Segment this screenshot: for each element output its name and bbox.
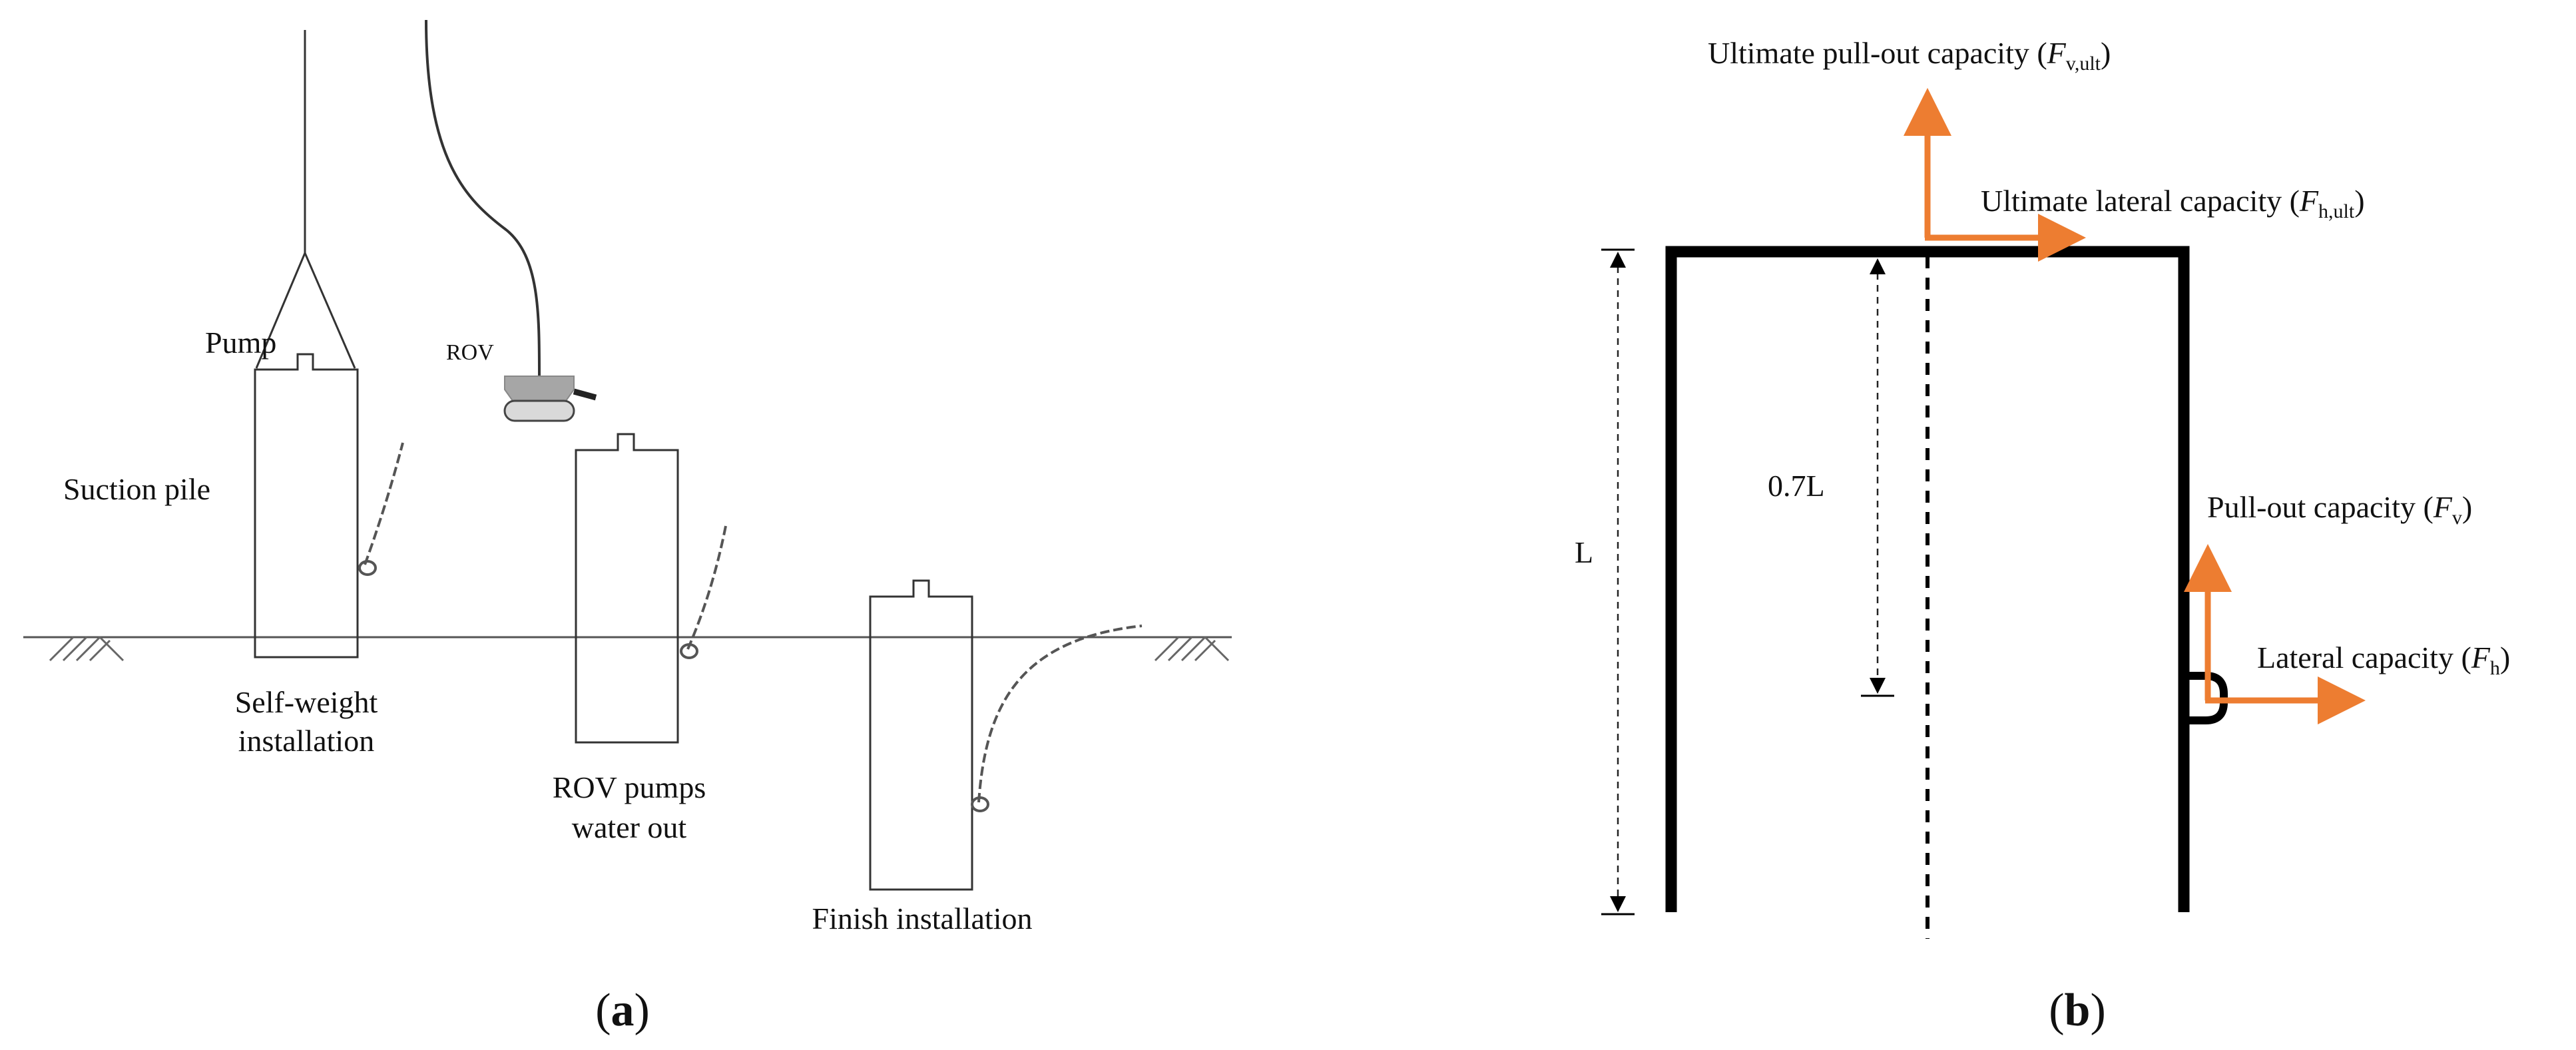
pile-2 bbox=[575, 433, 679, 744]
label-0-7L: 0.7L bbox=[1768, 469, 1825, 503]
pile-3 bbox=[869, 579, 973, 891]
stage-2-caption-line2: water out bbox=[572, 810, 687, 844]
label-pump: Pump bbox=[205, 326, 276, 360]
seabed-hatch-right bbox=[1154, 636, 1230, 662]
caption-b: (b) bbox=[2049, 985, 2106, 1036]
panel-b: L 0.7L Ultimate pull-out capacity (Fv,ul… bbox=[1575, 36, 2510, 1036]
rov-vehicle bbox=[503, 376, 597, 422]
chain-3 bbox=[971, 625, 1143, 812]
label-L: L bbox=[1575, 535, 1593, 569]
seabed-hatch-left bbox=[49, 636, 125, 662]
panel-a: Pump ROV Suction pile Self-weight instal… bbox=[23, 19, 1232, 1036]
stage-2-caption-line1: ROV pumps bbox=[553, 770, 706, 804]
rov-umbilical bbox=[425, 19, 541, 377]
label-ult-pullout: Ultimate pull-out capacity (Fv,ult) bbox=[1708, 36, 2111, 75]
dimension-0-7L bbox=[1861, 258, 1894, 697]
stage-1-caption-line2: installation bbox=[238, 724, 374, 758]
stage-3-caption: Finish installation bbox=[812, 902, 1033, 935]
label-rov: ROV bbox=[446, 340, 494, 365]
dimension-L bbox=[1601, 248, 1635, 916]
pile-1 bbox=[254, 30, 359, 658]
label-pullout: Pull-out capacity (Fv) bbox=[2207, 490, 2472, 529]
label-lateral: Lateral capacity (Fh) bbox=[2257, 641, 2510, 679]
label-suction-pile: Suction pile bbox=[63, 472, 210, 506]
caption-a: (a) bbox=[595, 985, 650, 1036]
stage-1-caption-line1: Self-weight bbox=[235, 685, 378, 719]
chain-2 bbox=[680, 525, 727, 659]
label-ult-lateral: Ultimate lateral capacity (Fh,ult) bbox=[1981, 184, 2365, 222]
chain-1 bbox=[358, 442, 404, 576]
